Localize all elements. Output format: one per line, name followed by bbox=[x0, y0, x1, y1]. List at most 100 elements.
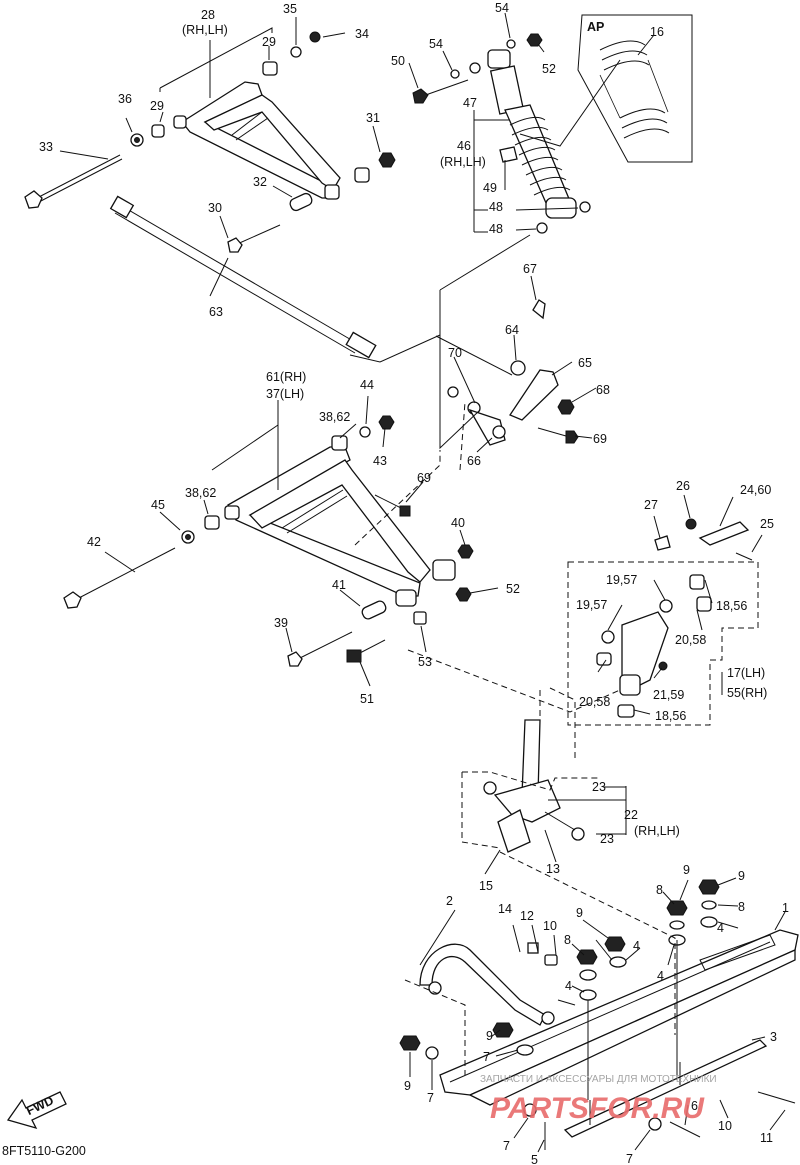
callout: 48 bbox=[489, 200, 503, 214]
long-bolt-42 bbox=[63, 547, 176, 609]
callout: 19,57 bbox=[606, 573, 637, 587]
callout-labels: 1 2 3 4 4 4 4 5 6 7 7 7 7 8 8 8 9 9 9 9 … bbox=[39, 1, 789, 1165]
callout: 21,59 bbox=[653, 688, 684, 702]
callout: 26 bbox=[676, 479, 690, 493]
callout: 55(RH) bbox=[727, 686, 767, 700]
watermark: ЗАПЧАСТИ И АКСЕССУАРЫ ДЛЯ МОТОТЕХНИКИ PA… bbox=[480, 1074, 717, 1125]
callout: 42 bbox=[87, 535, 101, 549]
callout: 67 bbox=[523, 262, 537, 276]
callout: 43 bbox=[373, 454, 387, 468]
tie-rod-end bbox=[654, 518, 753, 561]
callout: 20,58 bbox=[675, 633, 706, 647]
callout: 7 bbox=[483, 1050, 490, 1064]
callout: 38,62 bbox=[185, 486, 216, 500]
shaft-63 bbox=[109, 195, 377, 359]
callout: (RH,LH) bbox=[634, 824, 680, 838]
callout: 70 bbox=[448, 346, 462, 360]
bolt-69-lower bbox=[374, 494, 411, 517]
callout: 12 bbox=[520, 909, 534, 923]
callout: 18,56 bbox=[655, 709, 686, 723]
diagram-code: 8FT5110-G200 bbox=[2, 1144, 86, 1158]
callout: 40 bbox=[451, 516, 465, 530]
callout: 7 bbox=[503, 1139, 510, 1153]
bellcrank bbox=[447, 299, 579, 446]
callout: 28 bbox=[201, 8, 215, 22]
callout: 25 bbox=[760, 517, 774, 531]
callout: 24,60 bbox=[740, 483, 771, 497]
callout: 16 bbox=[650, 25, 664, 39]
callout: 9 bbox=[486, 1029, 493, 1043]
callout: 4 bbox=[657, 969, 664, 983]
wear-bar bbox=[563, 1039, 768, 1138]
callout: 6 bbox=[691, 1099, 698, 1113]
callout: 54 bbox=[429, 37, 443, 51]
callout: 9 bbox=[683, 863, 690, 877]
callout: 32 bbox=[253, 175, 267, 189]
callout: 15 bbox=[479, 879, 493, 893]
callout: 13 bbox=[546, 862, 560, 876]
callout: 1 bbox=[782, 901, 789, 915]
callout: 37(LH) bbox=[266, 387, 304, 401]
callout: 47 bbox=[463, 96, 477, 110]
callout: 63 bbox=[209, 305, 223, 319]
callout: 7 bbox=[427, 1091, 434, 1105]
callout: 52 bbox=[506, 582, 520, 596]
callout: 69 bbox=[593, 432, 607, 446]
callout: 23 bbox=[600, 832, 614, 846]
callout: 33 bbox=[39, 140, 53, 154]
fwd-arrow-icon: FWD bbox=[6, 1091, 67, 1130]
callout: 29 bbox=[150, 99, 164, 113]
callout: 39 bbox=[274, 616, 288, 630]
callout: 8 bbox=[564, 933, 571, 947]
callout: 18,56 bbox=[716, 599, 747, 613]
callout: 8 bbox=[738, 900, 745, 914]
callout: 10 bbox=[718, 1119, 732, 1133]
callout: 49 bbox=[483, 181, 497, 195]
callout: 29 bbox=[262, 35, 276, 49]
callout: 64 bbox=[505, 323, 519, 337]
callout: 9 bbox=[576, 906, 583, 920]
callout: 46 bbox=[457, 139, 471, 153]
bolt-69-upper bbox=[537, 427, 579, 444]
ski-spindle bbox=[483, 719, 585, 853]
callout: 66 bbox=[467, 454, 481, 468]
callout: 5 bbox=[531, 1153, 538, 1165]
callout: 7 bbox=[626, 1152, 633, 1165]
callout: 20,58 bbox=[579, 695, 610, 709]
callout: 36 bbox=[118, 92, 132, 106]
bolt-39 bbox=[287, 631, 353, 667]
callout: 51 bbox=[360, 692, 374, 706]
callout: (RH,LH) bbox=[182, 23, 228, 37]
callout: 38,62 bbox=[319, 410, 350, 424]
callout: 17(LH) bbox=[727, 666, 765, 680]
lower-a-arm bbox=[181, 415, 474, 625]
bolt-51 bbox=[346, 639, 386, 663]
callout: 3 bbox=[770, 1030, 777, 1044]
callout: 30 bbox=[208, 201, 222, 215]
ap-detail-box bbox=[577, 14, 693, 163]
ap-label: AP bbox=[587, 20, 604, 34]
callout: 54 bbox=[495, 1, 509, 15]
upper-a-arm bbox=[130, 31, 396, 200]
callout: 61(RH) bbox=[266, 370, 306, 384]
callout: 19,57 bbox=[576, 598, 607, 612]
callout: 23 bbox=[592, 780, 606, 794]
bolt-30 bbox=[227, 224, 281, 253]
callout: 10 bbox=[543, 919, 557, 933]
ski-handle bbox=[419, 943, 555, 1026]
callout: 27 bbox=[644, 498, 658, 512]
callout: 45 bbox=[151, 498, 165, 512]
callout: 4 bbox=[717, 921, 724, 935]
long-bolt-33 bbox=[24, 154, 123, 209]
callout: 2 bbox=[446, 894, 453, 908]
callout: 14 bbox=[498, 902, 512, 916]
callout: (RH,LH) bbox=[440, 155, 486, 169]
callout: 34 bbox=[355, 27, 369, 41]
callout: 4 bbox=[633, 939, 640, 953]
callout: 9 bbox=[738, 869, 745, 883]
callout: 11 bbox=[760, 1131, 773, 1145]
spindle-knuckle bbox=[596, 574, 712, 718]
callout: 31 bbox=[366, 111, 380, 125]
callout: 68 bbox=[596, 383, 610, 397]
